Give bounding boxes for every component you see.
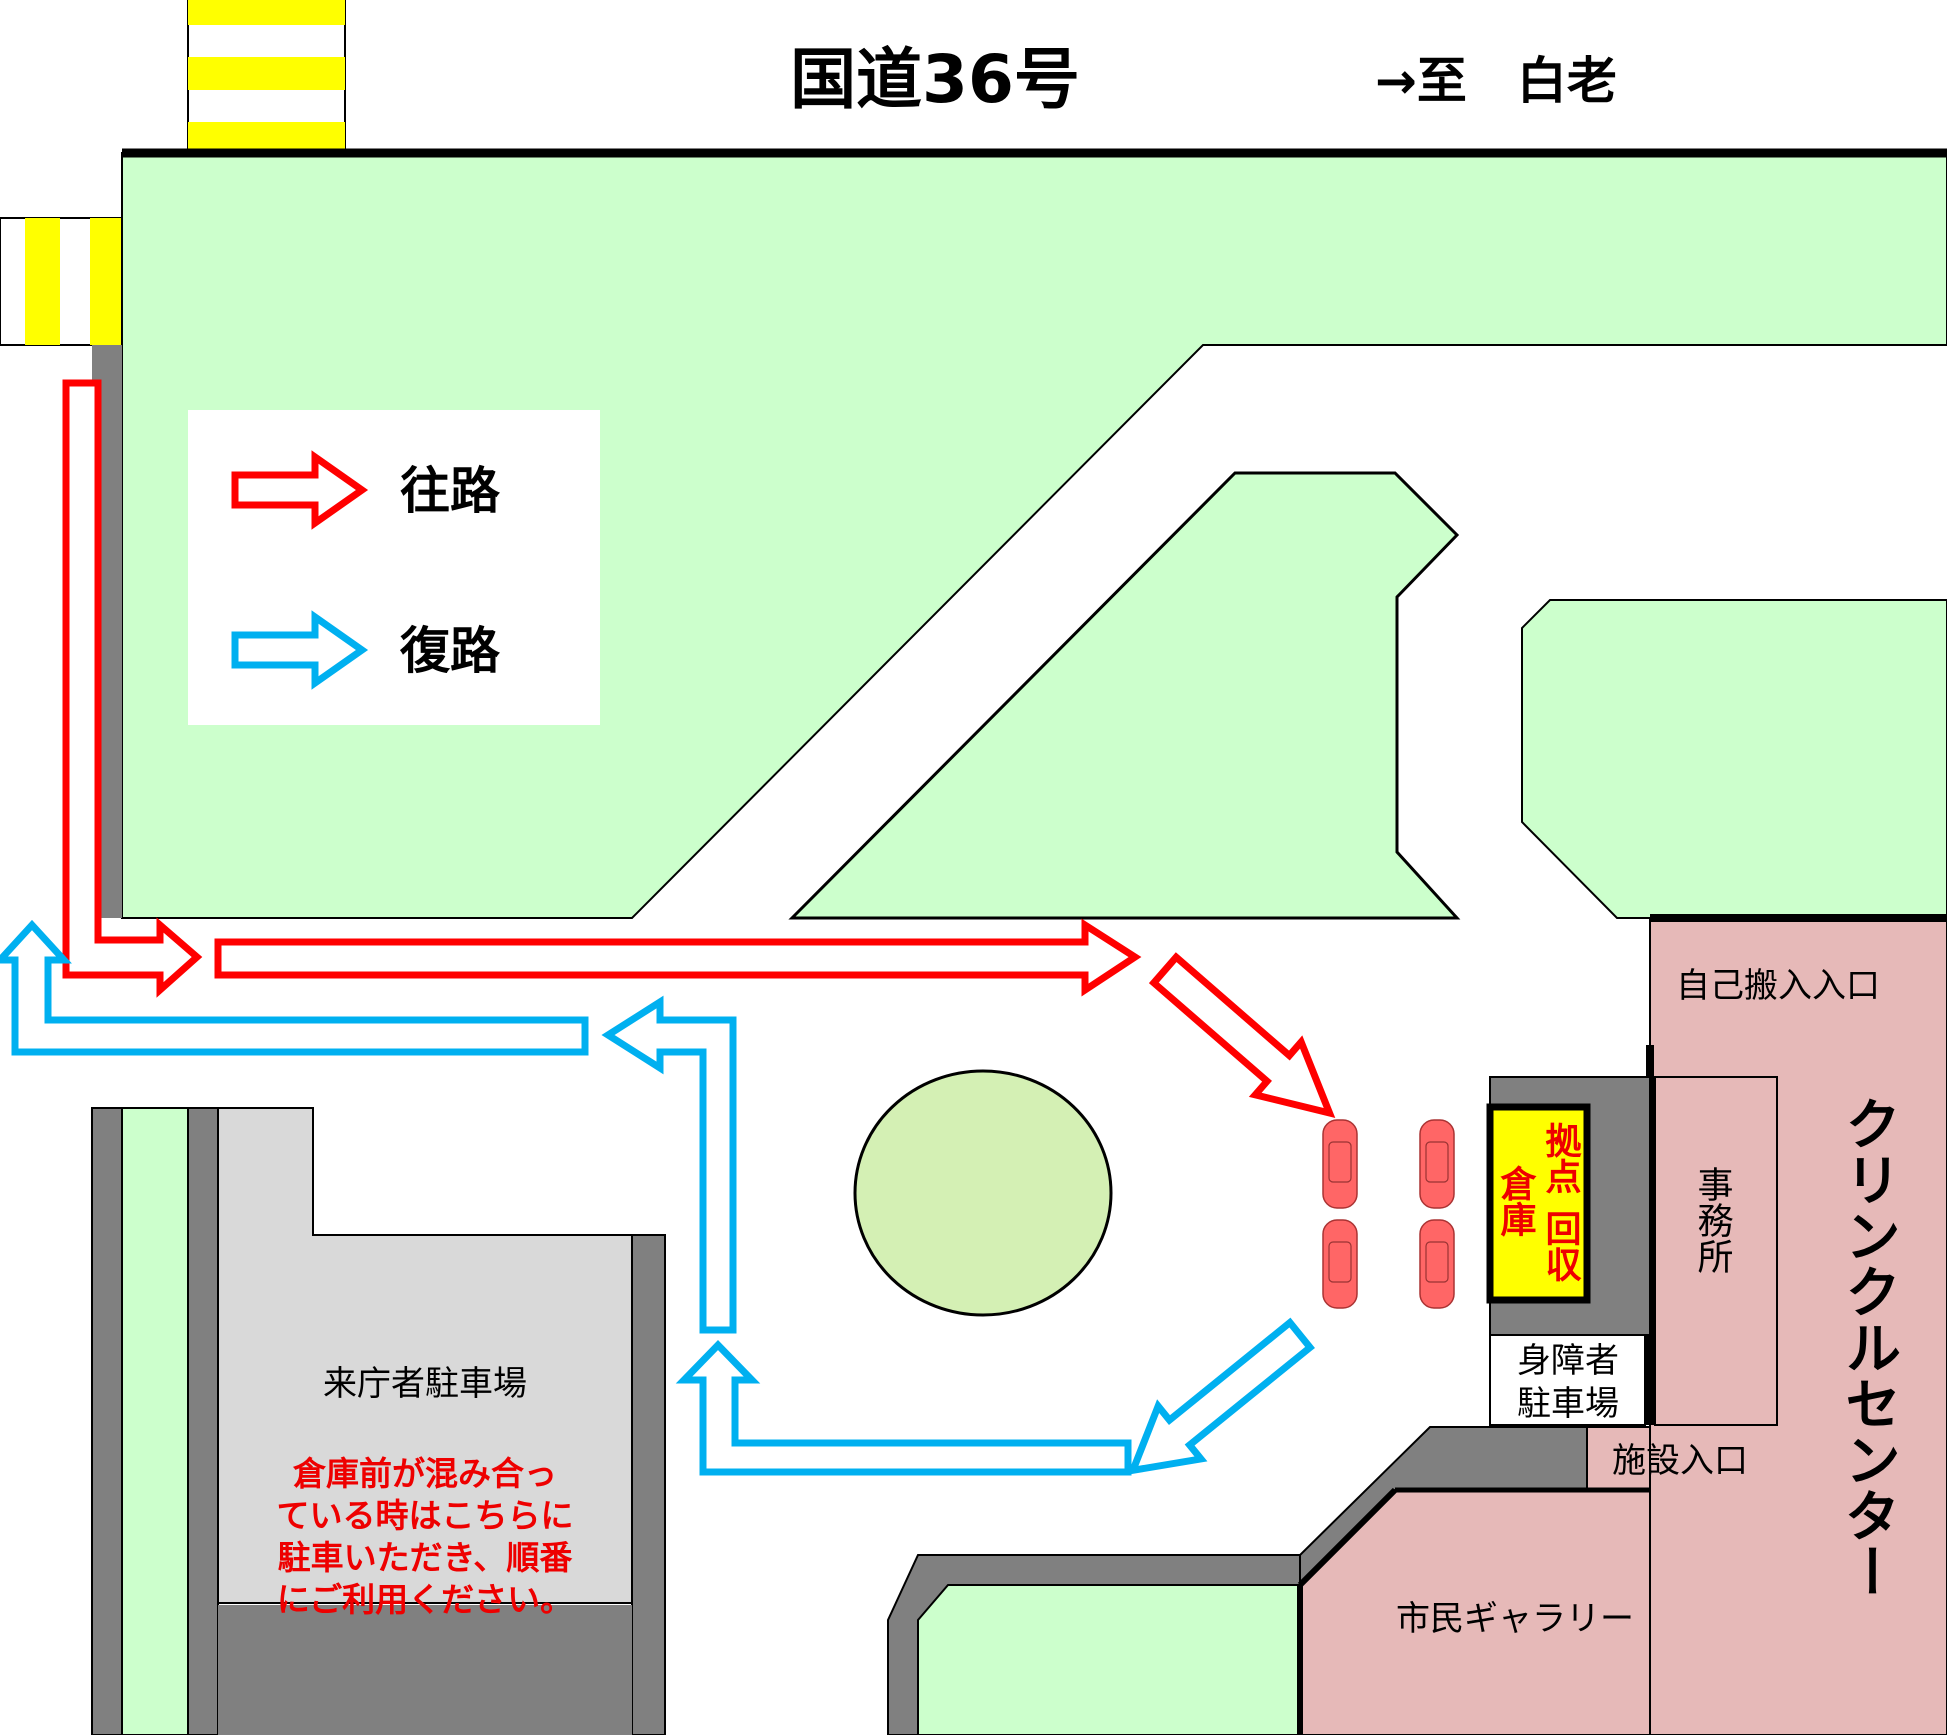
parked-cars bbox=[1322, 1119, 1455, 1309]
green-area-south bbox=[887, 1554, 1301, 1735]
citizen-gallery-label: 市民ギャラリー bbox=[1396, 1599, 1634, 1639]
crosswalk-top bbox=[187, 0, 346, 151]
office-label: 事務所 bbox=[1692, 1166, 1733, 1274]
legend-red-arrow-icon bbox=[231, 450, 369, 530]
visitor-parking-note-2: ている時はこちらに bbox=[277, 1496, 574, 1535]
car-icon bbox=[1322, 1119, 1358, 1209]
warehouse-label-col2: 回収 bbox=[1540, 1210, 1581, 1282]
road-direction: →至 白老 bbox=[1375, 52, 1617, 110]
road-name: 国道36号 bbox=[790, 41, 1080, 118]
visitor-parking-note-1: 倉庫前が混み合っ bbox=[292, 1454, 557, 1493]
legend-box bbox=[188, 410, 600, 725]
legend-return-label: 復路 bbox=[399, 622, 501, 680]
disabled-parking-label-2: 駐車場 bbox=[1517, 1384, 1619, 1424]
warehouse-label-col1: 拠点 bbox=[1540, 1122, 1582, 1194]
collection-warehouse bbox=[1486, 1103, 1591, 1304]
disabled-parking bbox=[1489, 1334, 1646, 1426]
return-arrow-3 bbox=[601, 995, 737, 1334]
legend-outbound-label: 往路 bbox=[400, 462, 501, 520]
green-island bbox=[788, 471, 1461, 920]
return-route bbox=[0, 919, 1315, 1476]
car-icon bbox=[1419, 1119, 1455, 1209]
outbound-arrow-3 bbox=[1148, 952, 1336, 1119]
visitor-parking-note-4: にご利用ください。 bbox=[277, 1580, 573, 1619]
visitor-parking-note-3: 駐車いただき、順番 bbox=[278, 1538, 573, 1577]
clinkle-center-label: クリンクルセンター bbox=[1836, 1095, 1901, 1599]
return-arrow-1 bbox=[1127, 1317, 1315, 1475]
office-room bbox=[1654, 1076, 1778, 1426]
return-arrow-4 bbox=[0, 919, 589, 1056]
facility-entrance-area bbox=[1586, 1426, 1651, 1491]
outbound-route bbox=[62, 379, 1336, 1119]
roundabout bbox=[853, 1069, 1113, 1317]
disabled-parking-label-1: 身障者 bbox=[1517, 1341, 1619, 1381]
visitor-parking bbox=[91, 1107, 666, 1735]
facility-entrance-label: 施設入口 bbox=[1612, 1441, 1748, 1481]
warehouse-label-col3: 倉庫 bbox=[1495, 1165, 1538, 1237]
outbound-arrow-1 bbox=[62, 379, 203, 998]
crosswalk-left bbox=[0, 217, 123, 346]
car-icon bbox=[1419, 1219, 1455, 1309]
green-area-east bbox=[1521, 599, 1947, 919]
car-icon bbox=[1322, 1219, 1358, 1309]
outbound-arrow-2 bbox=[214, 918, 1142, 997]
self-delivery-entrance-label: 自己搬入入口 bbox=[1676, 966, 1880, 1006]
legend-blue-arrow-icon bbox=[231, 610, 369, 690]
return-arrow-2 bbox=[675, 1339, 1132, 1476]
visitor-parking-label: 来庁者駐車場 bbox=[323, 1364, 527, 1404]
